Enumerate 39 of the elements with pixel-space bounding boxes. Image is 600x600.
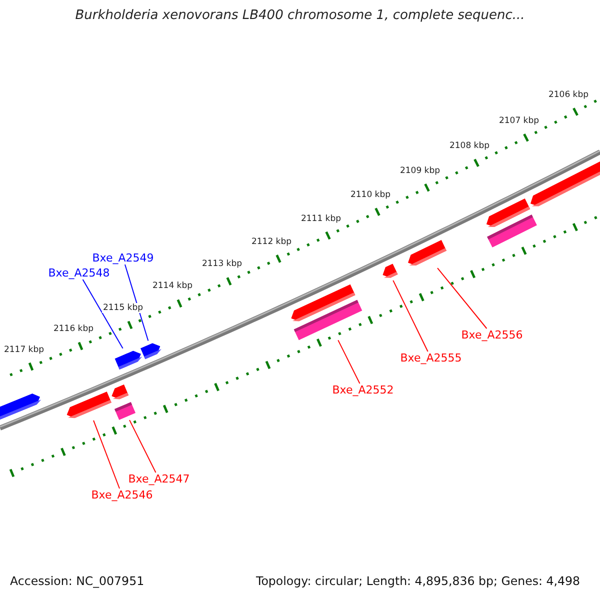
leader-line [437, 268, 488, 329]
scale-label: 2109 kbp [398, 166, 442, 176]
gene-block [528, 161, 600, 209]
scale-label: 2106 kbp [547, 90, 590, 100]
gene-bar [114, 402, 136, 420]
gene-block [64, 392, 112, 420]
scale-label: 2112 kbp [250, 236, 293, 247]
scale-label: 2111 kbp [300, 214, 342, 224]
gene-label: Bxe_A2549 [92, 252, 154, 264]
gene-block [109, 384, 129, 402]
scale-label: 2114 kbp [151, 281, 194, 292]
scale-label: 2113 kbp [200, 259, 244, 270]
leader-line [82, 279, 124, 349]
scale-label: 2107 kbp [498, 116, 540, 126]
gene-label: Bxe_A2548 [48, 266, 110, 280]
gene-bar [294, 300, 362, 340]
gene-block [114, 348, 144, 370]
scale-label: 2116 kbp [52, 324, 95, 334]
scale-label: 2117 kbp [2, 344, 46, 355]
scale-label: 2108 kbp [448, 140, 491, 151]
scale-label: 2115 kbp [102, 303, 144, 313]
gene-block [405, 240, 447, 268]
leader-line [129, 420, 156, 473]
leader-line [124, 264, 149, 342]
gene-block [140, 340, 162, 360]
leader-line [338, 340, 360, 384]
gene-label: Bxe_A2552 [332, 384, 394, 396]
gene-block [380, 264, 398, 280]
gene-label: Bxe_A2547 [128, 472, 190, 486]
gene-label: Bxe_A2555 [400, 352, 462, 364]
title: Burkholderia xenovorans LB400 chromosome 1, complete sequenc... [74, 8, 526, 23]
scale-label: 2110 kbp [349, 190, 392, 200]
gene-label: Bxe_A2546 [91, 488, 153, 502]
genome-summary-text: Topology: circular; Length: 4,895,836 bp; Genes: 4,498 [256, 574, 580, 588]
leader-line [93, 420, 120, 489]
gene-bar [486, 214, 538, 248]
gene-label: Bxe_A2556 [461, 328, 523, 342]
accession-text: Accession: NC_007951 [10, 574, 144, 588]
leader-line [392, 280, 428, 352]
